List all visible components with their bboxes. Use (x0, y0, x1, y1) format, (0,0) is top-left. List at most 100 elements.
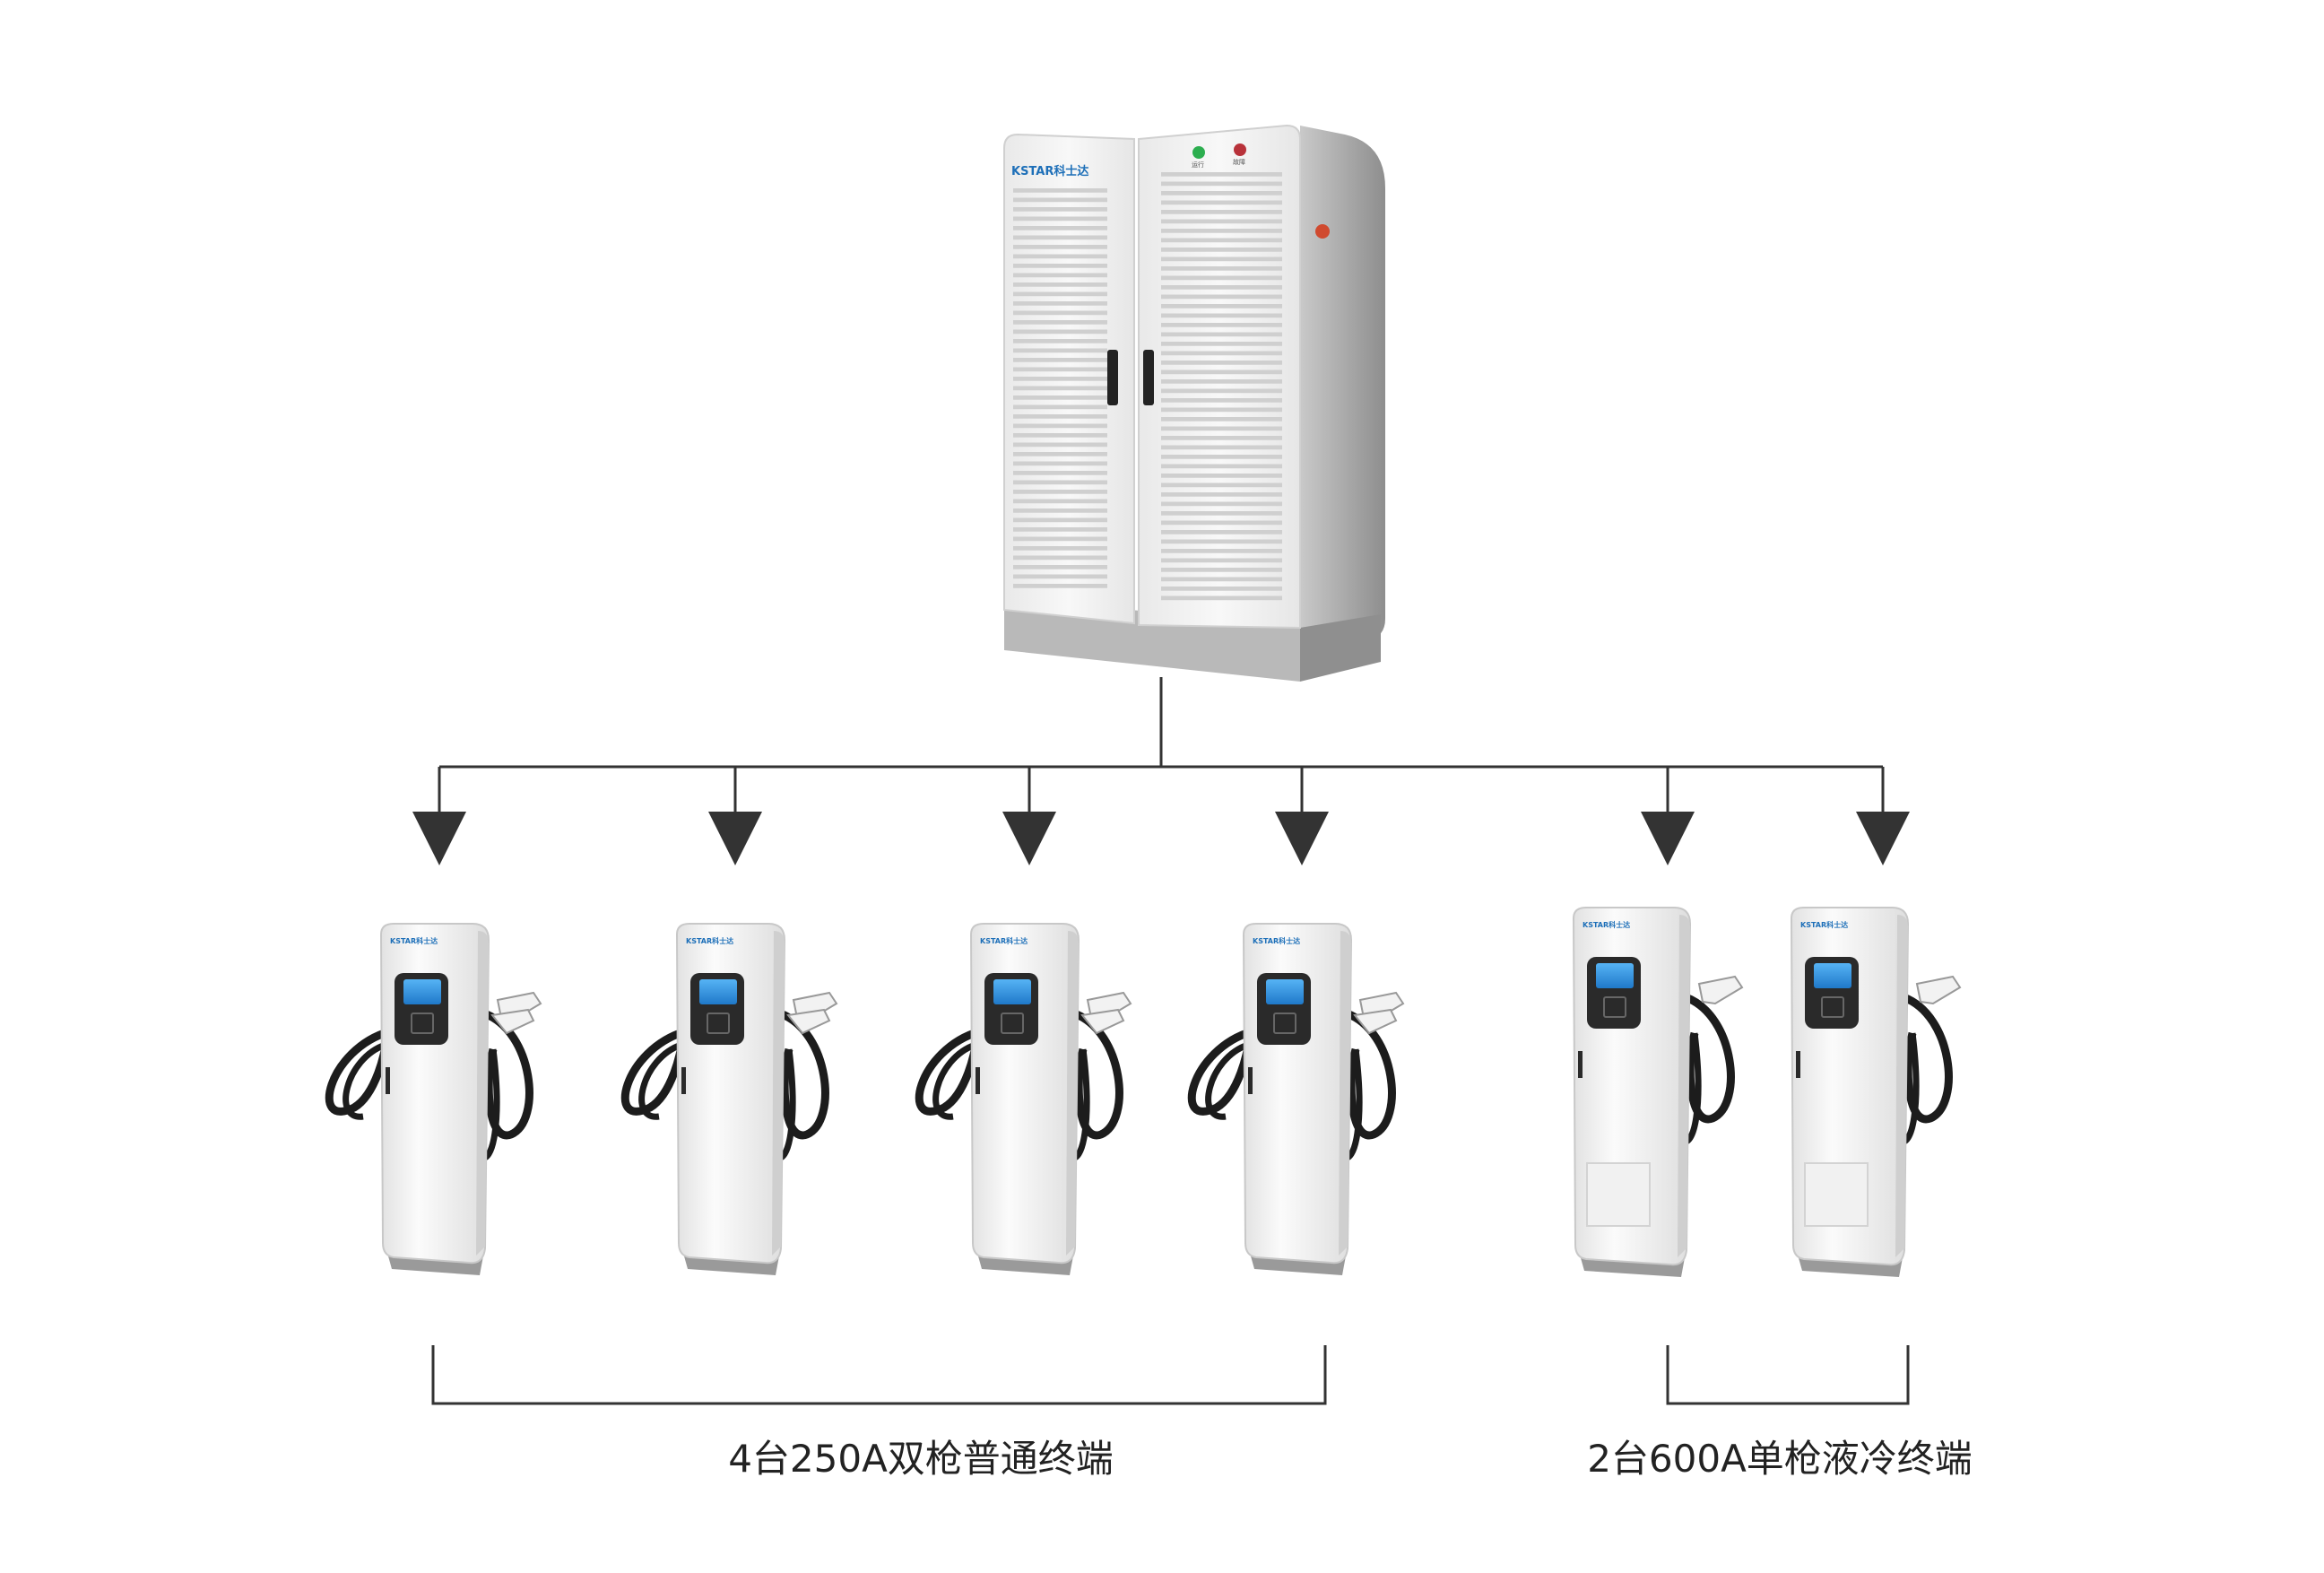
vent-slat (1161, 351, 1282, 356)
terminal-side (476, 931, 489, 1256)
vent-slat (1013, 404, 1107, 410)
vent-slat (1013, 358, 1107, 362)
vent-slat (1161, 294, 1282, 300)
run-indicator-label: 运行 (1192, 161, 1204, 169)
vent-slat (1013, 471, 1107, 475)
connector-lines (412, 677, 1910, 865)
door-handle-left (1107, 350, 1118, 405)
charging-gun-icon (1353, 1008, 1398, 1035)
vent-slat (1013, 216, 1107, 222)
vent-grille-right (1161, 172, 1282, 601)
charging-cable-left-loop (932, 1041, 977, 1120)
vent-slat (1013, 452, 1107, 456)
vent-slat (1013, 245, 1107, 249)
charging-gun-icon (786, 1008, 831, 1035)
vent-slat (1013, 377, 1107, 381)
vent-slat (1013, 367, 1107, 372)
charging-cable-right (1684, 993, 1735, 1124)
terminal-side (1339, 931, 1351, 1256)
vent-slat (1161, 398, 1282, 403)
vent-slat (1161, 595, 1282, 601)
terminal-side (1895, 915, 1908, 1257)
vent-slat (1161, 304, 1282, 309)
lcd-screen (1814, 963, 1851, 988)
terminal-side (772, 931, 785, 1256)
vent-slat (1161, 577, 1282, 582)
dual-gun-terminal: KSTAR科士达 (915, 923, 1132, 1275)
vent-slat (1161, 275, 1282, 281)
charging-gun-icon (1915, 975, 1962, 1005)
vent-slat (1013, 207, 1107, 212)
card-reader-icon (1273, 1012, 1296, 1034)
cooling-vent-window (1804, 1162, 1869, 1227)
group-label-dual-gun: 4台250A双枪普通终端 (728, 1437, 1114, 1481)
dual-gun-terminal: KSTAR科士达 (325, 923, 542, 1275)
vent-slat (1161, 238, 1282, 243)
door-lock-icon (681, 1067, 686, 1094)
vent-slat (1013, 301, 1107, 306)
vent-slat (1161, 445, 1282, 450)
vent-slat (1161, 172, 1282, 177)
terminal-brand: KSTAR科士达 (686, 936, 733, 945)
terminal-brand: KSTAR科士达 (980, 936, 1028, 945)
charging-cable-right (1345, 1009, 1396, 1140)
vent-slat (1013, 490, 1107, 494)
vent-slat (1161, 549, 1282, 553)
vent-slat (1013, 574, 1107, 579)
power-cabinet: KSTAR科士达 运行 故障 (1003, 124, 1385, 682)
run-indicator-icon (1192, 146, 1205, 159)
vent-slat (1013, 197, 1107, 203)
vent-slat (1161, 219, 1282, 224)
fault-indicator-icon (1234, 143, 1246, 156)
vent-slat (1013, 395, 1107, 400)
dual-gun-terminal: KSTAR科士达 (620, 923, 838, 1275)
vent-slat (1013, 480, 1107, 485)
vent-slat (1013, 235, 1107, 240)
vent-slat (1161, 539, 1282, 544)
charging-cable-right (1902, 993, 1953, 1124)
vent-slat (1161, 266, 1282, 271)
charging-cable-left-loop (1205, 1041, 1250, 1120)
vent-slat (1161, 558, 1282, 563)
lcd-screen (699, 979, 737, 1004)
vent-slat (1161, 492, 1282, 497)
cooling-vent-window (1586, 1162, 1651, 1227)
fault-indicator-label: 故障 (1233, 158, 1245, 166)
vent-slat (1013, 565, 1107, 569)
door-lock-icon (386, 1067, 390, 1094)
vent-slat (1161, 474, 1282, 478)
vent-grille-left (1013, 188, 1107, 588)
vent-slat (1013, 273, 1107, 278)
vent-slat (1013, 310, 1107, 316)
dual-gun-terminal: KSTAR科士达 (1187, 923, 1405, 1275)
group-label-liquid-cooled: 2台600A单枪液冷终端 (1587, 1437, 1973, 1481)
charging-cable-right (482, 1009, 533, 1140)
vent-slat (1013, 517, 1107, 523)
cabinet-brand: KSTAR科士达 (1011, 164, 1088, 178)
vent-slat (1013, 254, 1107, 259)
vent-slat (1013, 264, 1107, 268)
lcd-screen (993, 979, 1031, 1004)
charging-cable-left-loop (343, 1041, 387, 1120)
vent-slat (1013, 527, 1107, 532)
vent-slat (1161, 482, 1282, 488)
card-reader-icon (411, 1012, 434, 1034)
liquid-cooled-terminal: KSTAR科士达 (1790, 907, 1962, 1277)
lcd-screen (403, 979, 441, 1004)
terminal-brand: KSTAR科士达 (1800, 920, 1848, 929)
vent-slat (1013, 348, 1107, 353)
vent-slat (1161, 323, 1282, 327)
vent-slat (1161, 379, 1282, 384)
vent-slat (1013, 423, 1107, 429)
charging-cable-left-loop (638, 1041, 683, 1120)
vent-slat (1013, 546, 1107, 551)
bracket-dual-gun-group (431, 1345, 1327, 1405)
vent-slat (1161, 248, 1282, 252)
door-lock-icon (1796, 1051, 1800, 1078)
vent-slat (1161, 256, 1282, 262)
vent-slat (1161, 520, 1282, 526)
terminal-brand: KSTAR科士达 (1253, 936, 1300, 945)
door-lock-icon (1578, 1051, 1583, 1078)
charging-cable-right (1072, 1009, 1123, 1140)
